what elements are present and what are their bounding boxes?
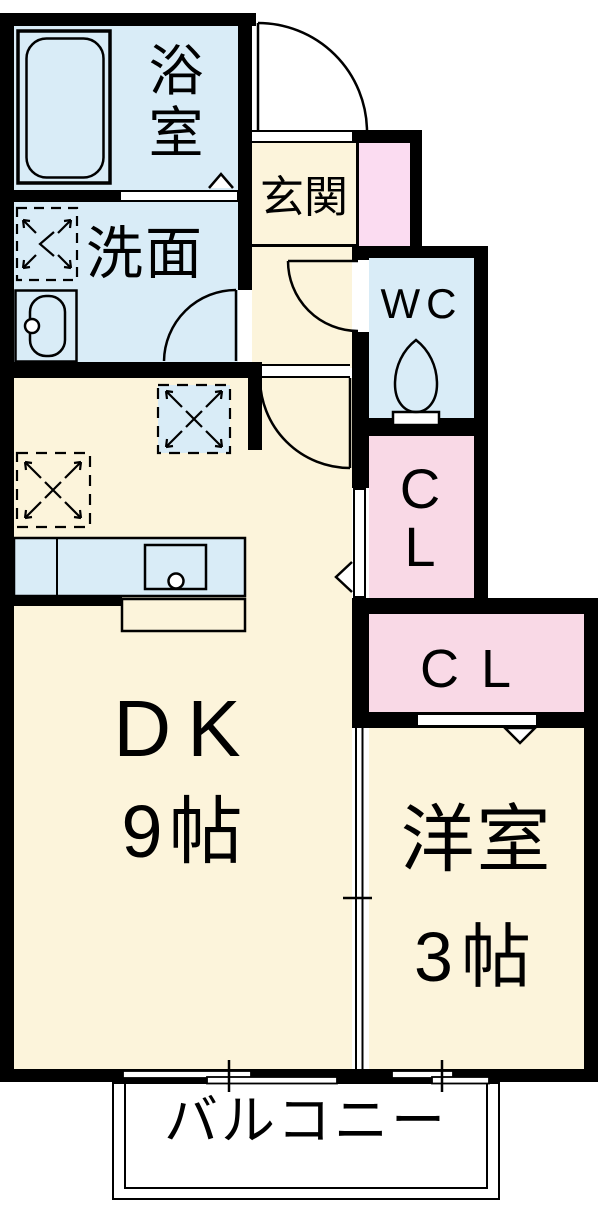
wc-area xyxy=(369,258,474,418)
washroom-label: 洗面 xyxy=(86,222,204,286)
entrance-hall-area xyxy=(252,143,356,368)
entrance-step-line xyxy=(252,244,356,247)
sliding-door-icon xyxy=(343,728,372,1069)
closet-bedroom-area xyxy=(369,614,584,712)
wall xyxy=(352,332,369,436)
wall xyxy=(584,598,598,1082)
washing-machine-space-icon xyxy=(15,206,79,282)
washbasin-icon xyxy=(14,289,78,363)
wall xyxy=(352,614,369,728)
dining-kitchen-area xyxy=(14,378,352,1069)
bathroom-area xyxy=(14,26,238,190)
bathroom-door-opening xyxy=(121,190,237,202)
balcony-label: バルコニー xyxy=(164,1091,448,1151)
wall xyxy=(356,143,359,246)
fold-direction-chevron-icon xyxy=(501,726,539,745)
washroom-door-swing-icon xyxy=(162,288,238,362)
wall xyxy=(0,13,14,1082)
wall xyxy=(0,13,256,26)
washing-machine-space-icon xyxy=(15,451,92,529)
western-room-size-label: 3帖 xyxy=(414,918,539,996)
closet-bedroom-door xyxy=(417,714,537,726)
refrigerator-space-icon xyxy=(156,383,232,455)
dk-label: DK xyxy=(113,684,257,773)
closet-hall-area xyxy=(369,436,474,598)
wall xyxy=(352,246,488,258)
washroom-area xyxy=(14,202,238,362)
wall xyxy=(14,362,250,378)
bathtub-icon xyxy=(16,29,112,185)
western-room-label: 洋室 xyxy=(400,798,553,881)
hall-door-swing-icon xyxy=(258,377,352,470)
kitchen-counter-icon xyxy=(12,536,247,633)
wc-label: WC xyxy=(380,280,463,327)
wc-door-opening xyxy=(352,260,369,332)
sliding-window-icon xyxy=(122,1060,338,1092)
wall xyxy=(352,436,369,488)
fold-direction-chevron-icon xyxy=(208,172,234,189)
dk-size-label: 9帖 xyxy=(121,790,249,873)
balcony-inner-rail xyxy=(124,1082,488,1189)
entrance-storage-area xyxy=(359,143,410,248)
wall xyxy=(238,13,252,378)
bathroom-label: 浴室 xyxy=(148,40,204,164)
wall xyxy=(352,246,369,260)
washroom-door-opening xyxy=(238,290,252,362)
closet-bedroom-label: CL xyxy=(419,639,534,699)
wc-door-swing-icon xyxy=(286,259,359,333)
entrance-door-opening xyxy=(252,130,352,143)
fold-direction-chevron-icon xyxy=(334,561,353,593)
western-room-area xyxy=(369,728,584,1069)
closet-hall-label: CL xyxy=(399,457,441,578)
wall xyxy=(248,362,262,450)
wall xyxy=(410,130,422,250)
wall xyxy=(352,130,422,143)
wall xyxy=(352,418,488,436)
entrance-label: 玄関 xyxy=(260,173,348,222)
closet-hall-door xyxy=(353,488,366,598)
hall-door-opening xyxy=(262,364,350,378)
sliding-window-icon xyxy=(391,1060,490,1092)
wall xyxy=(352,598,598,614)
toilet-icon xyxy=(391,338,441,427)
entrance-door-swing-icon xyxy=(256,21,369,132)
